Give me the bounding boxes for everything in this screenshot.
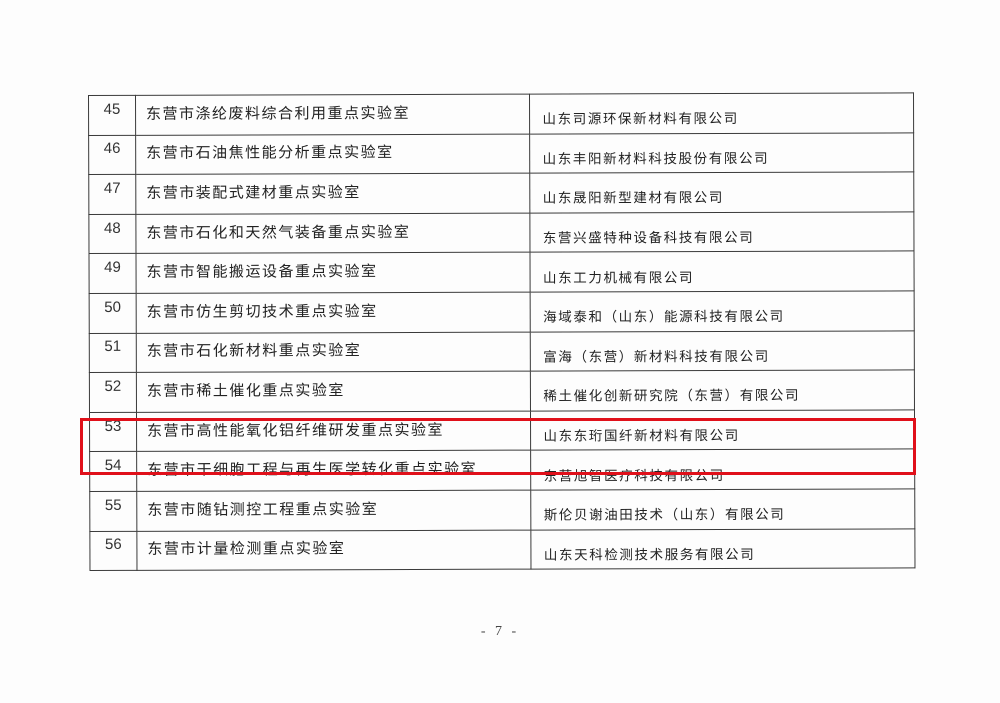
row-number-text: 47 bbox=[103, 179, 121, 197]
table-row: 51 东营市石化新材料重点实验室 富海（东营）新材料科技有限公司 bbox=[89, 330, 915, 373]
laboratory-name-cell: 东营市涤纶废料综合利用重点实验室 bbox=[135, 94, 531, 135]
laboratory-name-text: 东营市涤纶废料综合利用重点实验室 bbox=[145, 103, 411, 123]
organization-text: 山东工力机械有限公司 bbox=[543, 269, 695, 287]
row-number-cell: 53 bbox=[89, 412, 137, 452]
organization-text: 东营旭智医疗科技有限公司 bbox=[543, 467, 725, 485]
laboratory-name-text: 东营市石化新材料重点实验室 bbox=[146, 341, 362, 361]
row-number-cell: 56 bbox=[89, 530, 137, 571]
table-body: 45 东营市涤纶废料综合利用重点实验室 山东司源环保新材料有限公司 46 东营市石油焦性… bbox=[88, 92, 915, 571]
laboratory-name-text: 东营市装配式建材重点实验室 bbox=[146, 183, 361, 202]
row-number-text: 51 bbox=[104, 338, 122, 356]
organization-text: 富海（东营）新材料科技有限公司 bbox=[543, 348, 770, 366]
organization-text: 山东天科检测技术服务有限公司 bbox=[543, 546, 756, 564]
laboratory-name-cell: 东营市石化新材料重点实验室 bbox=[136, 331, 531, 373]
organization-cell: 山东天科检测技术服务有限公司 bbox=[531, 528, 915, 570]
organization-cell: 东营旭智医疗科技有限公司 bbox=[531, 449, 915, 491]
laboratory-name-cell: 东营市随钻测控工程重点实验室 bbox=[136, 490, 532, 531]
laboratory-name-cell: 东营市仿生剪切技术重点实验室 bbox=[136, 292, 531, 333]
laboratory-name-text: 东营市石化和天然气装备重点实验室 bbox=[146, 222, 411, 242]
table-row: 53 东营市高性能氧化铝纤维研发重点实验室 山东东珩国纤新材料有限公司 bbox=[89, 409, 915, 452]
laboratory-name-cell: 东营市装配式建材重点实验室 bbox=[135, 173, 531, 215]
table-row: 49 东营市智能搬运设备重点实验室 山东工力机械有限公司 bbox=[88, 251, 915, 294]
row-number-text: 49 bbox=[104, 259, 121, 277]
row-number-cell: 51 bbox=[89, 332, 137, 373]
row-number-text: 45 bbox=[103, 100, 121, 118]
row-number-text: 55 bbox=[104, 496, 122, 514]
table-row: 50 东营市仿生剪切技术重点实验室 海域泰和（山东）能源科技有限公司 bbox=[89, 290, 915, 334]
table-row: 55 东营市随钻测控工程重点实验室 斯伦贝谢油田技术（山东）有限公司 bbox=[89, 488, 915, 532]
organization-cell: 山东工力机械有限公司 bbox=[530, 251, 915, 293]
laboratory-table: 45 东营市涤纶废料综合利用重点实验室 山东司源环保新材料有限公司 46 东营市石油焦性… bbox=[88, 92, 915, 571]
organization-cell: 山东司源环保新材料有限公司 bbox=[529, 92, 914, 134]
laboratory-name-text: 东营市稀土催化重点实验室 bbox=[146, 381, 345, 400]
table-row: 52 东营市稀土催化重点实验室 稀土催化创新研究院（东营）有限公司 bbox=[89, 370, 915, 413]
organization-cell: 富海（东营）新材料科技有限公司 bbox=[530, 330, 915, 372]
laboratory-name-text: 东营市计量检测重点实验室 bbox=[147, 539, 346, 559]
row-number-cell: 47 bbox=[88, 174, 136, 215]
organization-text: 东营兴盛特种设备科技有限公司 bbox=[542, 229, 755, 247]
row-number-cell: 46 bbox=[88, 134, 136, 175]
laboratory-name-cell: 东营市计量检测重点实验室 bbox=[136, 529, 532, 571]
table-row: 48 东营市石化和天然气装备重点实验室 东营兴盛特种设备科技有限公司 bbox=[88, 211, 914, 254]
row-number-cell: 50 bbox=[89, 293, 137, 334]
row-number-cell: 54 bbox=[89, 451, 137, 492]
row-number-cell: 49 bbox=[88, 253, 137, 294]
laboratory-name-text: 东营市随钻测控工程重点实验室 bbox=[147, 499, 379, 519]
organization-cell: 山东晟阳新型建材有限公司 bbox=[530, 172, 914, 213]
organization-cell: 斯伦贝谢油田技术（山东）有限公司 bbox=[531, 488, 915, 530]
laboratory-name-cell: 东营市稀土催化重点实验室 bbox=[136, 371, 531, 413]
organization-cell: 山东东珩国纤新材料有限公司 bbox=[530, 409, 915, 451]
organization-text: 山东晟阳新型建材有限公司 bbox=[542, 190, 725, 208]
organization-cell: 山东丰阳新材料科技股份有限公司 bbox=[530, 132, 914, 174]
laboratory-name-cell: 东营市干细胞工程与再生医学转化重点实验室 bbox=[136, 450, 532, 492]
laboratory-name-text: 东营市仿生剪切技术重点实验室 bbox=[146, 301, 378, 321]
organization-cell: 海域泰和（山东）能源科技有限公司 bbox=[530, 290, 915, 332]
laboratory-name-text: 东营市智能搬运设备重点实验室 bbox=[146, 262, 378, 281]
row-number-text: 48 bbox=[104, 219, 121, 237]
organization-text: 斯伦贝谢油田技术（山东）有限公司 bbox=[543, 507, 786, 524]
organization-text: 稀土催化创新研究院（东营）有限公司 bbox=[543, 388, 801, 406]
table-row: 47 东营市装配式建材重点实验室 山东晟阳新型建材有限公司 bbox=[88, 172, 914, 215]
laboratory-name-cell: 东营市智能搬运设备重点实验室 bbox=[135, 252, 531, 294]
table-row: 54 东营市干细胞工程与再生医学转化重点实验室 东营旭智医疗科技有限公司 bbox=[89, 449, 915, 492]
row-number-text: 46 bbox=[103, 140, 121, 158]
table-row: 46 东营市石油焦性能分析重点实验室 山东丰阳新材料科技股份有限公司 bbox=[88, 132, 914, 175]
row-number-cell: 45 bbox=[88, 95, 136, 136]
laboratory-name-cell: 东营市石化和天然气装备重点实验室 bbox=[135, 212, 531, 254]
page-number: - 7 - bbox=[480, 624, 520, 639]
row-number-cell: 55 bbox=[89, 491, 137, 532]
laboratory-name-text: 东营市石油焦性能分析重点实验室 bbox=[146, 143, 394, 163]
laboratory-name-text: 东营市高性能氧化铝纤维研发重点实验室 bbox=[146, 420, 445, 440]
table-row: 45 东营市涤纶废料综合利用重点实验室 山东司源环保新材料有限公司 bbox=[88, 92, 914, 136]
row-number-cell: 48 bbox=[88, 214, 136, 254]
organization-text: 山东丰阳新材料科技股份有限公司 bbox=[542, 150, 770, 168]
organization-cell: 稀土催化创新研究院（东营）有限公司 bbox=[530, 370, 915, 411]
row-number-text: 56 bbox=[105, 536, 122, 554]
laboratory-name-text: 东营市干细胞工程与再生医学转化重点实验室 bbox=[147, 459, 478, 479]
organization-text: 海域泰和（山东）能源科技有限公司 bbox=[543, 309, 785, 326]
row-number-text: 54 bbox=[104, 457, 122, 475]
row-number-text: 52 bbox=[104, 377, 122, 395]
row-number-text: 53 bbox=[104, 417, 122, 435]
laboratory-name-cell: 东营市高性能氧化铝纤维研发重点实验室 bbox=[136, 410, 532, 452]
organization-cell: 东营兴盛特种设备科技有限公司 bbox=[530, 211, 914, 253]
table-row: 56 东营市计量检测重点实验室 山东天科检测技术服务有限公司 bbox=[89, 528, 915, 571]
row-number-text: 50 bbox=[104, 298, 122, 316]
organization-text: 山东司源环保新材料有限公司 bbox=[542, 111, 739, 128]
laboratory-name-cell: 东营市石油焦性能分析重点实验室 bbox=[135, 133, 531, 175]
organization-text: 山东东珩国纤新材料有限公司 bbox=[543, 428, 740, 445]
row-number-cell: 52 bbox=[89, 372, 137, 413]
